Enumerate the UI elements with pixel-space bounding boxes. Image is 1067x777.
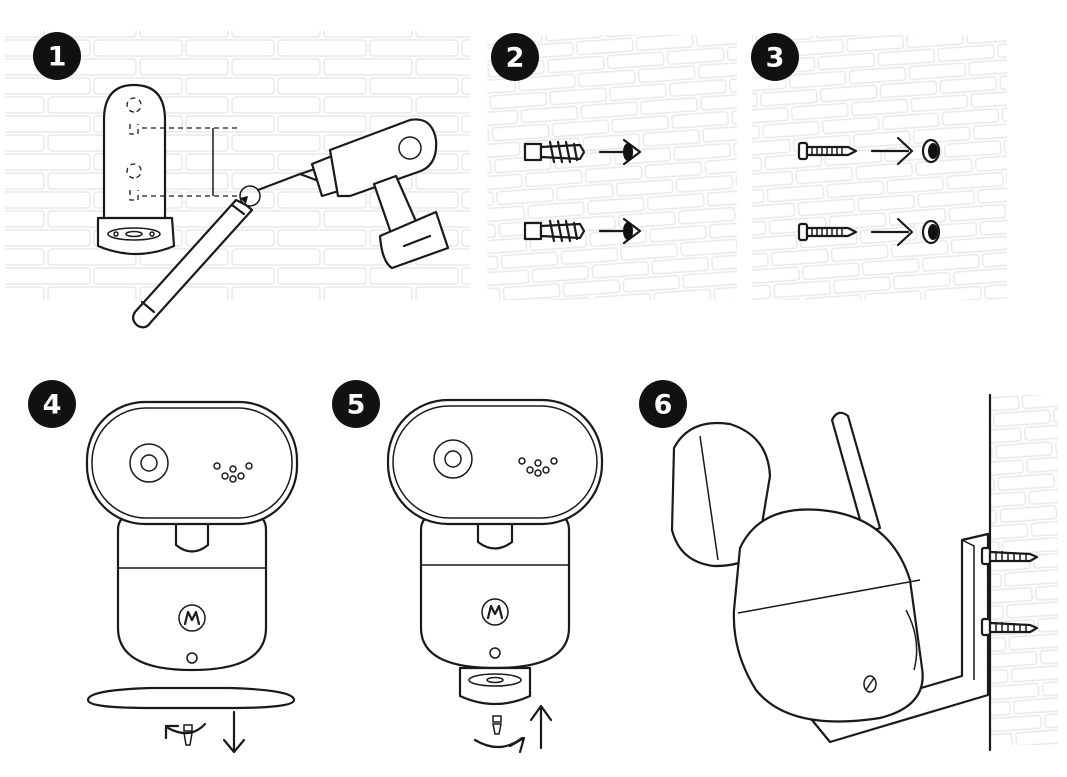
- brand-logo-icon: [481, 598, 509, 626]
- step-number: 2: [506, 43, 525, 74]
- wall-screw-bottom: [980, 617, 1039, 637]
- step-number: 6: [654, 390, 673, 421]
- camera-base-plate: [86, 686, 296, 710]
- step-1-panel: [96, 83, 450, 329]
- pencil-icon: [131, 196, 254, 329]
- step-3-panel: [797, 136, 941, 247]
- camera-lens-icon: [433, 439, 473, 479]
- step-2-panel: [523, 138, 642, 245]
- wall-anchor-top: [523, 140, 586, 164]
- microphone-holes: [518, 457, 558, 477]
- step-badge-2: 2: [491, 33, 539, 81]
- brick-wall-step-3: [752, 35, 1007, 300]
- step-badge-6: 6: [639, 380, 687, 428]
- camera-body: [732, 508, 924, 723]
- camera-head: [670, 422, 772, 568]
- step-number: 1: [48, 42, 67, 73]
- hole-top: [623, 143, 633, 161]
- brick-wall-step-6: [990, 395, 1058, 745]
- wall-anchor-bottom: [523, 219, 586, 243]
- wall-bracket: [810, 532, 990, 744]
- arrow-head-top: [896, 136, 914, 166]
- wall-screw-top: [980, 546, 1039, 566]
- step-number: 5: [347, 390, 366, 421]
- microphone-holes: [213, 462, 253, 483]
- step-badge-5: 5: [332, 380, 380, 428]
- brand-logo-icon: [178, 604, 206, 632]
- brick-wall-step-2: [487, 35, 737, 300]
- step-badge-3: 3: [751, 33, 799, 81]
- step-badge-1: 1: [33, 32, 81, 80]
- antenna: [830, 411, 882, 536]
- mounting-bracket: [96, 83, 176, 256]
- screw-icon: [492, 715, 502, 723]
- step-6-panel: [670, 393, 1039, 752]
- step-number: 3: [766, 43, 785, 74]
- screw-icon-bottom: [797, 222, 858, 242]
- camera-lens-icon: [129, 443, 169, 483]
- drill-target-mark: [239, 185, 261, 207]
- step-4-panel: [85, 400, 299, 754]
- hole-bottom: [623, 222, 633, 240]
- step-badge-4: 4: [28, 380, 76, 428]
- camera-head: [386, 398, 604, 526]
- camera-head: [85, 400, 299, 526]
- arrow-head-bottom: [896, 217, 914, 247]
- step-5-panel: [386, 398, 604, 754]
- step-number: 4: [43, 390, 62, 421]
- screw-icon: [183, 724, 193, 732]
- drill-icon: [256, 118, 450, 270]
- screw-icon-top: [797, 141, 858, 161]
